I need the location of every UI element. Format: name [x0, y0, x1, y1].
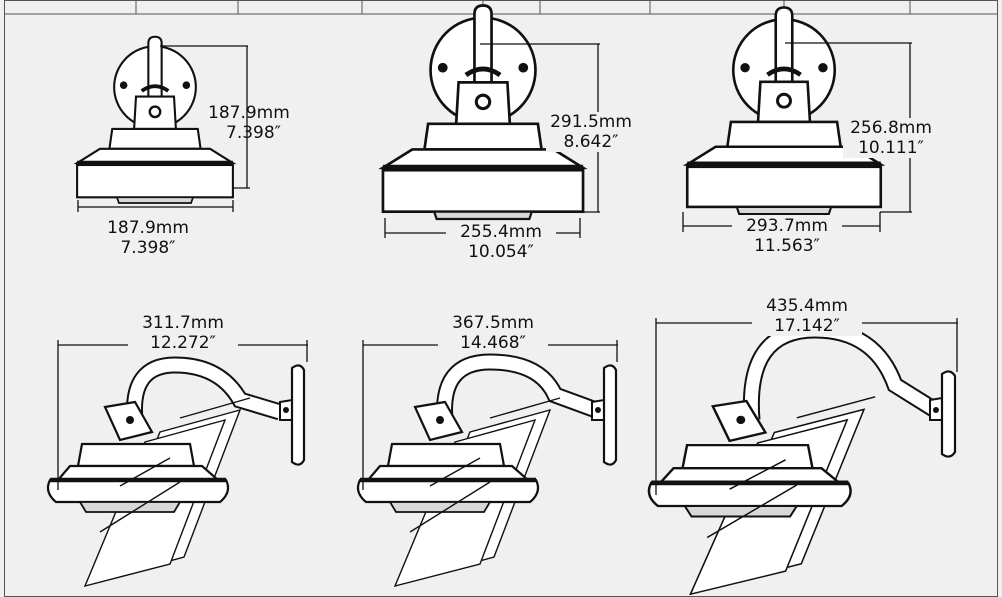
front-small-height-label: 187.9mm 7.398″: [208, 103, 298, 143]
front-large-width-in: 11.563″: [754, 236, 820, 256]
side-medium-depth-in: 14.468″: [438, 333, 548, 353]
front-large-height-mm: 256.8mm: [843, 118, 939, 138]
front-small-width-in: 7.398″: [120, 238, 176, 258]
front-medium-height-mm: 291.5mm: [546, 112, 636, 132]
front-medium-height-in: 8.642″: [546, 132, 636, 152]
front-small-height-mm: 187.9mm: [208, 103, 290, 123]
side-medium-depth-label: 367.5mm 14.468″: [438, 313, 548, 353]
side-view-small: [48, 340, 308, 586]
front-large-width-label: 293.7mm 11.563″: [732, 216, 842, 256]
front-medium-width-in: 10.054″: [468, 242, 534, 262]
side-medium-depth-mm: 367.5mm: [452, 313, 534, 333]
front-medium-width-label: 255.4mm 10.054″: [446, 222, 556, 262]
front-view-small: [77, 37, 250, 212]
front-large-width-mm: 293.7mm: [732, 216, 842, 236]
front-small-width-label: 187.9mm 7.398″: [93, 218, 203, 258]
front-large-height-label: 256.8mm 10.111″: [843, 118, 939, 158]
side-small-depth-in: 12.272″: [128, 333, 238, 353]
side-small-depth-mm: 311.7mm: [142, 313, 224, 333]
front-medium-width-mm: 255.4mm: [446, 222, 556, 242]
side-large-depth-label: 435.4mm 17.142″: [752, 296, 862, 336]
side-small-depth-label: 311.7mm 12.272″: [128, 313, 238, 353]
side-view-large: [649, 318, 958, 594]
side-large-depth-in: 17.142″: [752, 316, 862, 336]
front-large-height-in: 10.111″: [843, 138, 939, 158]
front-small-width-mm: 187.9mm: [107, 218, 189, 238]
side-large-depth-mm: 435.4mm: [766, 296, 848, 316]
side-view-medium: [358, 340, 618, 586]
top-ruler-ticks: [4, 0, 998, 15]
front-small-height-in: 7.398″: [226, 123, 282, 143]
front-medium-height-label: 291.5mm 8.642″: [546, 112, 636, 152]
